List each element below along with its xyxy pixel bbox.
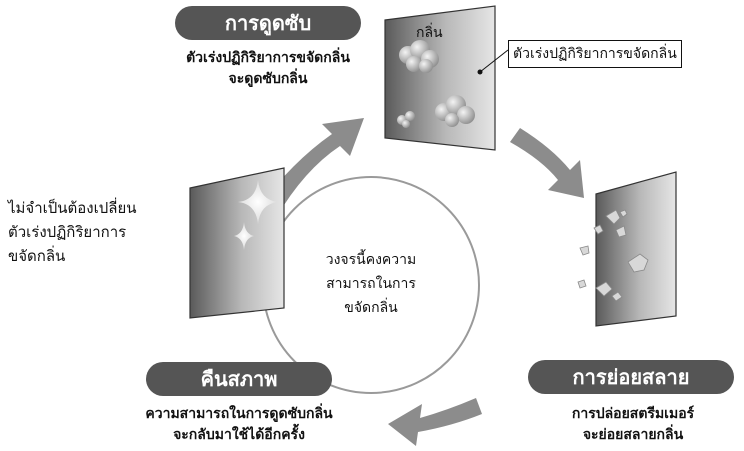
catalyst-callout: ตัวเร่งปฏิกิริยาการขจัดกลิ่น xyxy=(508,40,682,68)
arrow-absorb-to-decompose xyxy=(510,128,584,198)
left-note: ไม่จำเป็นต้องเปลี่ยน ตัวเร่งปฏิกิริยาการ… xyxy=(8,196,137,268)
center-line3: ขจัดกลิ่น xyxy=(344,300,398,316)
catalyst-panel-decompose xyxy=(595,171,677,327)
stage-desc-restore-line2: จะกลับมาใช้ได้อีกครั้ง xyxy=(173,427,305,443)
odor-molecules-lower xyxy=(397,95,475,128)
stage-desc-absorb-line2: จะดูดซับกลิ่น xyxy=(228,71,308,87)
center-line1: วงจรนี้คงความ xyxy=(325,252,417,268)
stage-desc-restore: ความสามารถในการดูดซับกลิ่น จะกลับมาใช้ได… xyxy=(96,404,382,446)
odor-molecules-upper xyxy=(399,40,439,73)
center-line2: สามารถในการ xyxy=(326,276,416,292)
arrow-decompose-to-restore xyxy=(388,398,482,446)
sparkle-icon xyxy=(234,180,278,250)
stage-desc-decompose-line1: การปล่อยสตรีมเมอร์ xyxy=(571,406,695,422)
catalyst-panel-restore xyxy=(189,167,285,319)
decomposed-fragments xyxy=(577,209,649,302)
left-note-line1: ไม่จำเป็นต้องเปลี่ยน xyxy=(8,199,137,217)
callout-leader xyxy=(479,49,509,73)
stage-desc-absorb: ตัวเร่งปฏิกิริยาการขจัดกลิ่น จะดูดซับกลิ… xyxy=(138,48,398,90)
center-cycle-text: วงจรนี้คงความ สามารถในการ ขจัดกลิ่น xyxy=(291,248,451,320)
stage-title-decompose: การย่อยสลาย xyxy=(528,360,734,394)
stage-desc-restore-line1: ความสามารถในการดูดซับกลิ่น xyxy=(145,406,333,422)
left-note-line3: ขจัดกลิ่น xyxy=(8,247,66,265)
stage-desc-decompose-line2: จะย่อยสลายกลิ่น xyxy=(582,427,684,443)
stage-desc-absorb-line1: ตัวเร่งปฏิกิริยาการขจัดกลิ่น xyxy=(186,50,350,66)
stage-title-restore: คืนสภาพ xyxy=(146,362,332,396)
stage-title-absorb: การดูดซับ xyxy=(175,6,361,40)
left-note-line2: ตัวเร่งปฏิกิริยาการ xyxy=(8,223,127,241)
stage-desc-decompose: การปล่อยสตรีมเมอร์ จะย่อยสลายกลิ่น xyxy=(530,404,736,446)
odor-label: กลิ่น xyxy=(416,25,443,41)
